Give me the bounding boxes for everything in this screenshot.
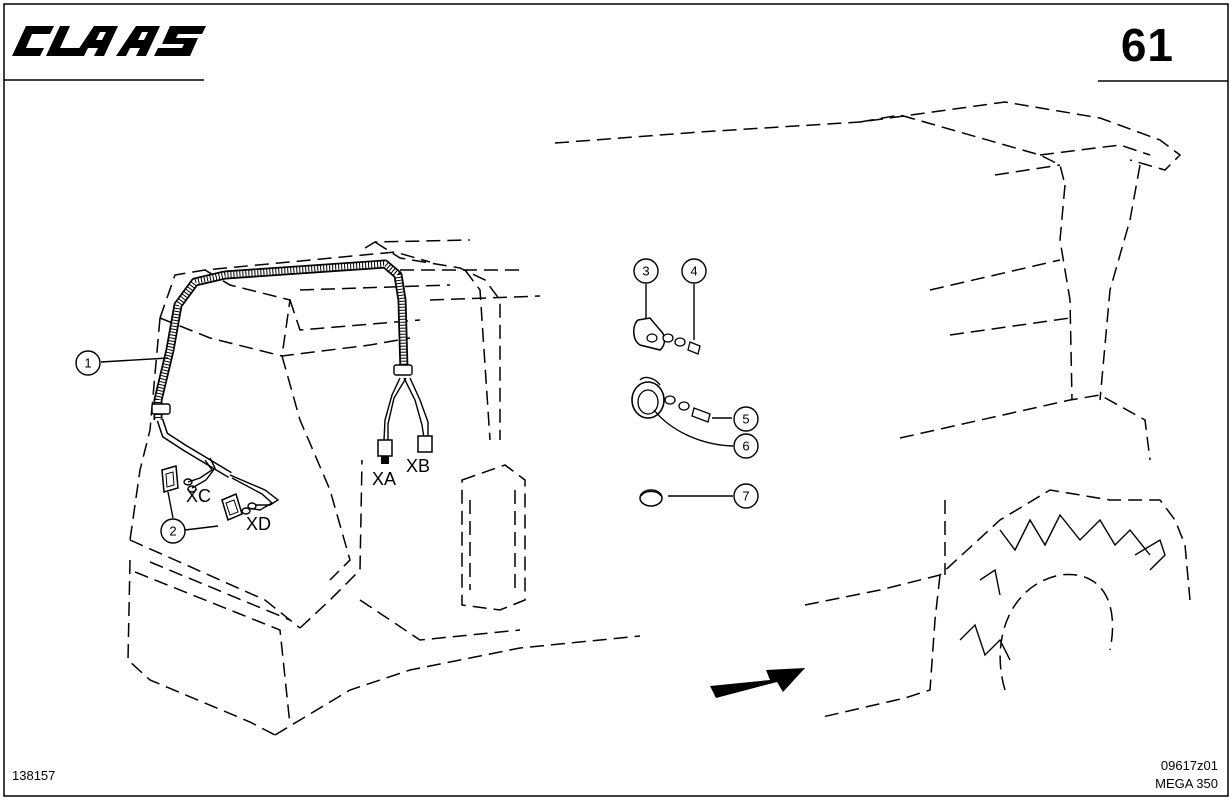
svg-text:2: 2 (169, 524, 176, 539)
callout-7: 7 (733, 483, 759, 509)
screw-part-5 (664, 395, 711, 423)
machine-outline (127, 101, 1191, 736)
callout-6: 6 (733, 433, 759, 459)
svg-text:4: 4 (690, 264, 697, 279)
connector-xa (377, 439, 393, 464)
svg-text:5: 5 (742, 412, 749, 427)
callout-5: 5 (733, 406, 759, 432)
document-id: 138157 (12, 768, 56, 783)
cap-part-7 (639, 489, 663, 507)
claas-logo-icon (12, 26, 206, 56)
connector-xd (221, 492, 243, 522)
callout-4: 4 (681, 258, 707, 284)
socket-part-6 (631, 376, 665, 419)
page-border (3, 3, 1229, 797)
drawing-number: 09617z01 (1160, 758, 1218, 773)
page-number: 61 (1120, 19, 1174, 71)
connector-label-xb: XB (406, 456, 430, 476)
drawing-info: 09617z01 MEGA 350 (1155, 757, 1218, 793)
svg-text:3: 3 (642, 264, 649, 279)
model-name: MEGA 350 (1155, 776, 1218, 791)
svg-text:6: 6 (742, 439, 749, 454)
callout-3: 3 (633, 258, 659, 284)
leader-lines (100, 284, 734, 531)
bracket-part-3 (633, 317, 666, 351)
wiring-harness-part-1 (151, 259, 429, 515)
direction-arrow-icon (710, 668, 805, 698)
connector-label-xc: XC (186, 486, 211, 506)
callout-1: 1 (75, 350, 101, 376)
connector-xb (417, 435, 433, 453)
svg-text:1: 1 (84, 356, 91, 371)
bolt-part-4 (662, 333, 701, 355)
connector-label-xd: XD (246, 514, 271, 534)
callout-2: 2 (160, 518, 186, 544)
connector-xc (161, 465, 179, 493)
svg-text:7: 7 (742, 489, 749, 504)
connector-label-xa: XA (372, 469, 396, 489)
